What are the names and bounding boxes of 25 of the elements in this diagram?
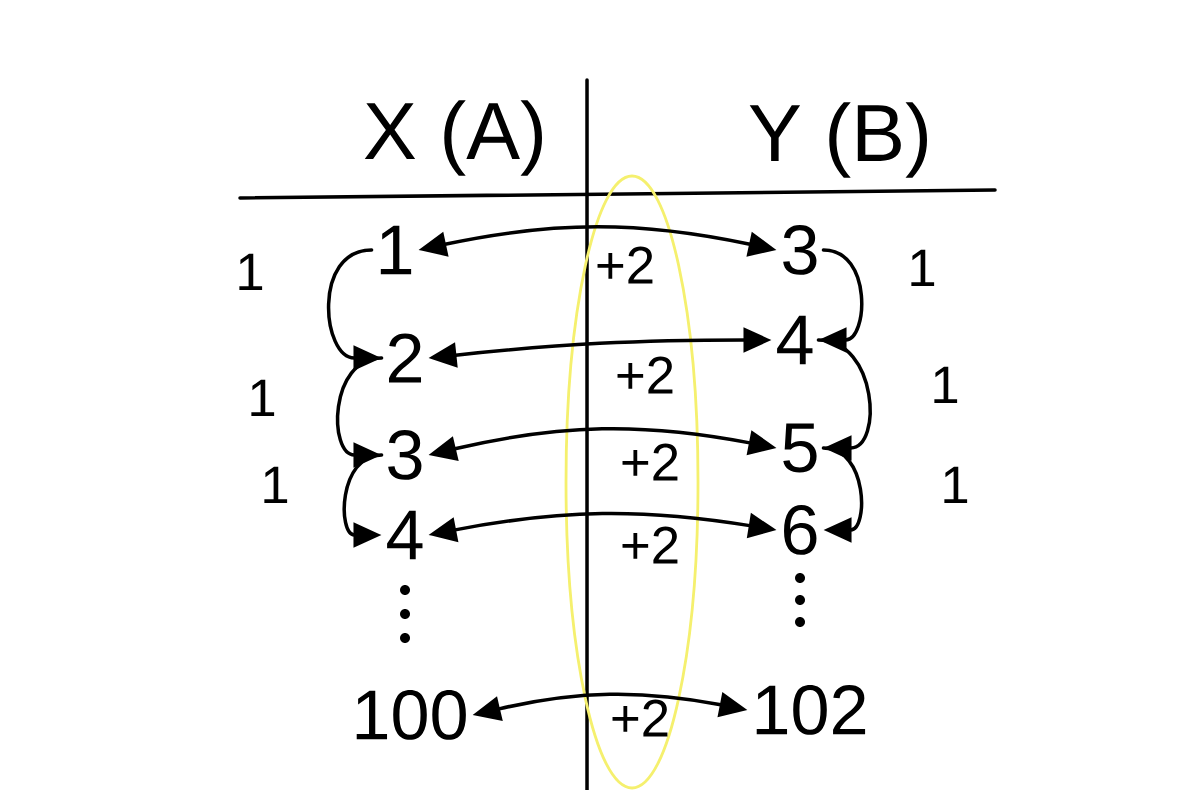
number: 3 [783, 225, 817, 275]
edge-label: +2 [597, 246, 653, 284]
arrow [821, 446, 864, 543]
number: 4 [777, 315, 813, 365]
number: 102 [756, 685, 866, 735]
number: 1 [380, 225, 412, 275]
column-header: Y (B) [749, 102, 927, 178]
edge-label: 1 [934, 366, 958, 404]
edge-label: +2 [622, 526, 678, 564]
number: 100 [356, 690, 466, 740]
number: 4 [387, 510, 423, 560]
column-header: X (A) [364, 100, 542, 176]
number: 2 [389, 333, 421, 383]
edge-label: 1 [911, 249, 935, 287]
arrow [816, 338, 872, 461]
edge-label: 1 [239, 253, 263, 291]
edge-label: +2 [617, 356, 673, 394]
edge-label: 1 [251, 379, 275, 417]
number: 3 [388, 430, 422, 480]
edge-label: 1 [944, 466, 968, 504]
number: 5 [783, 423, 817, 473]
edge-label: +2 [622, 443, 678, 481]
edge-label: 1 [264, 466, 288, 504]
number: 6 [784, 505, 817, 555]
edge-label: +2 [612, 699, 668, 737]
